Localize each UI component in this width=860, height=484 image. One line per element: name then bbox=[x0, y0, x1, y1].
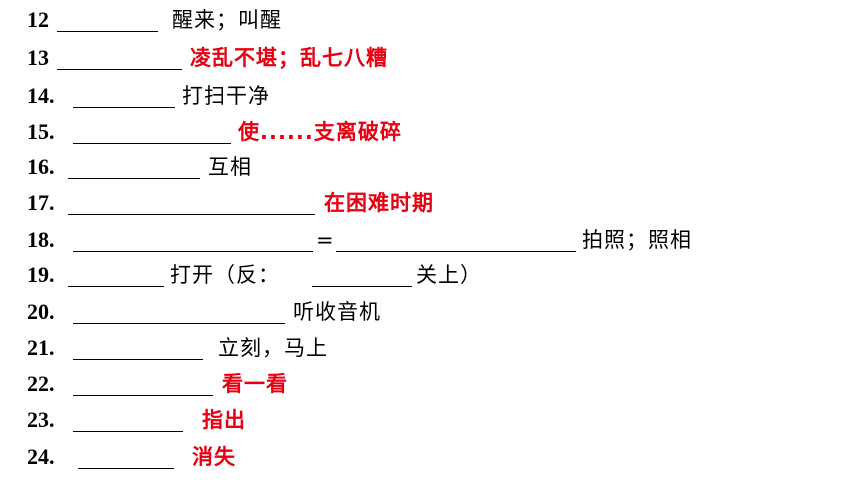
item-row-12: 12 醒来；叫醒 bbox=[0, 4, 860, 36]
item-row-13: 13 凌乱不堪；乱七八糟 bbox=[0, 42, 860, 74]
item-meaning: 拍照；照相 bbox=[582, 228, 692, 252]
answer-blank[interactable] bbox=[68, 187, 315, 215]
item-number: 22. bbox=[27, 371, 55, 396]
answer-blank[interactable] bbox=[73, 80, 175, 108]
item-number: 17. bbox=[27, 190, 55, 215]
item-meaning: 互相 bbox=[208, 155, 252, 179]
answer-blank[interactable] bbox=[78, 441, 174, 469]
item-meaning: 看一看 bbox=[222, 372, 288, 396]
item-row-18: 18. = 拍照；照相 bbox=[0, 224, 860, 256]
answer-blank[interactable] bbox=[73, 368, 213, 396]
item-meaning: 立刻，马上 bbox=[218, 336, 328, 360]
item-meaning: 听收音机 bbox=[293, 300, 381, 324]
answer-blank[interactable] bbox=[57, 42, 182, 70]
item-row-19: 19. 打开（反： 关上） bbox=[0, 259, 860, 291]
answer-blank[interactable] bbox=[312, 259, 412, 287]
item-number: 23. bbox=[27, 407, 55, 432]
item-row-24: 24. 消失 bbox=[0, 441, 860, 473]
item-number: 19. bbox=[27, 262, 55, 287]
item-row-17: 17. 在困难时期 bbox=[0, 187, 860, 219]
item-row-14: 14. 打扫干净 bbox=[0, 80, 860, 112]
item-row-21: 21. 立刻，马上 bbox=[0, 332, 860, 364]
item-meaning: 指出 bbox=[202, 408, 246, 432]
item-number: 14. bbox=[27, 83, 55, 108]
answer-blank[interactable] bbox=[73, 404, 183, 432]
answer-blank[interactable] bbox=[68, 259, 164, 287]
item-meaning-opposite: 关上） bbox=[416, 263, 482, 287]
item-meaning: 使......支离破碎 bbox=[238, 120, 402, 144]
item-meaning: 打开（反： bbox=[170, 263, 280, 287]
answer-blank[interactable] bbox=[73, 332, 203, 360]
answer-blank[interactable] bbox=[336, 224, 576, 252]
item-number: 18. bbox=[27, 227, 55, 252]
item-row-15: 15. 使......支离破碎 bbox=[0, 116, 860, 148]
item-meaning: 凌乱不堪；乱七八糟 bbox=[190, 46, 388, 70]
item-number: 15. bbox=[27, 119, 55, 144]
item-number: 20. bbox=[27, 299, 55, 324]
item-meaning: 打扫干净 bbox=[182, 84, 270, 108]
item-row-16: 16. 互相 bbox=[0, 151, 860, 183]
item-number: 21. bbox=[27, 335, 55, 360]
item-meaning: 消失 bbox=[192, 445, 236, 469]
answer-blank[interactable] bbox=[73, 116, 231, 144]
item-row-23: 23. 指出 bbox=[0, 404, 860, 436]
answer-blank[interactable] bbox=[73, 296, 285, 324]
answer-blank[interactable] bbox=[57, 4, 158, 32]
item-number: 24. bbox=[27, 444, 55, 469]
item-row-22: 22. 看一看 bbox=[0, 368, 860, 400]
answer-blank[interactable] bbox=[73, 224, 313, 252]
item-meaning: 在困难时期 bbox=[324, 191, 434, 215]
item-row-20: 20. 听收音机 bbox=[0, 296, 860, 328]
equals-sign: = bbox=[316, 228, 335, 252]
item-number: 12 bbox=[27, 7, 49, 32]
answer-blank[interactable] bbox=[68, 151, 200, 179]
item-number: 13 bbox=[27, 45, 49, 70]
item-meaning: 醒来；叫醒 bbox=[172, 8, 282, 32]
item-number: 16. bbox=[27, 154, 55, 179]
